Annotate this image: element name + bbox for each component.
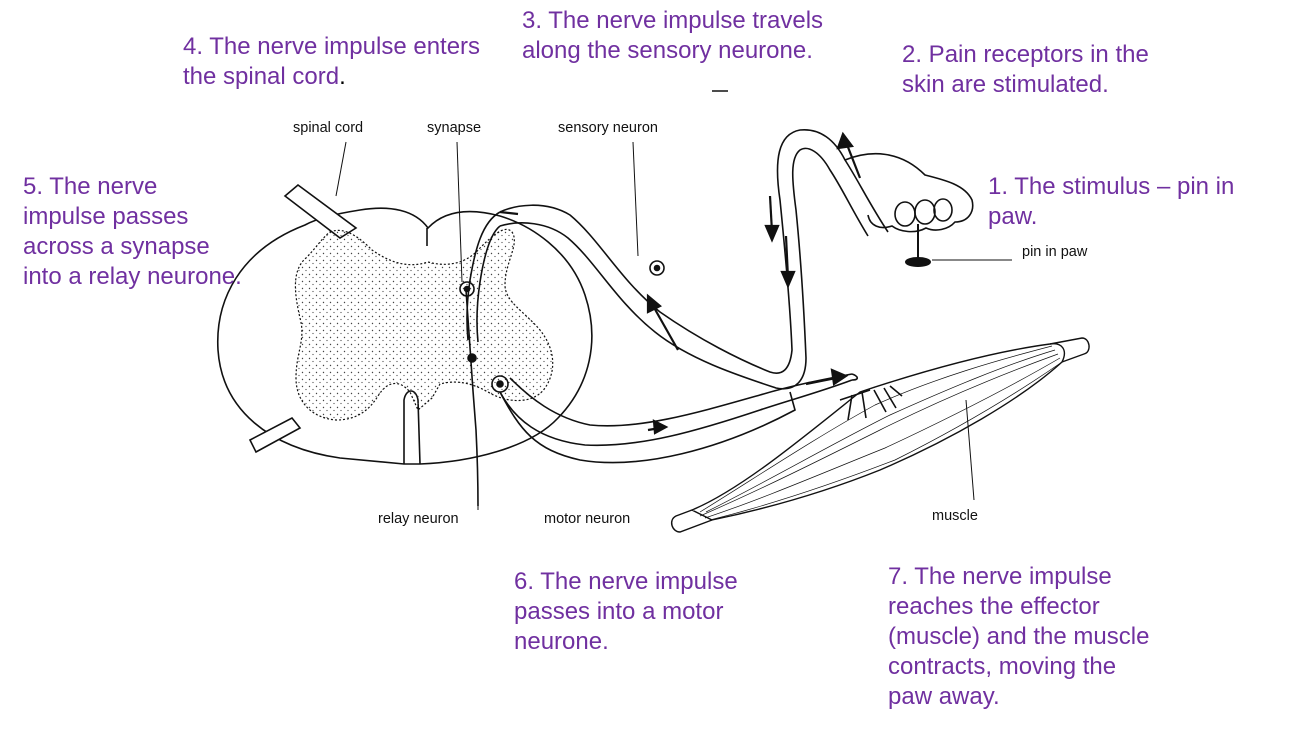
impulse-arrows bbox=[500, 134, 860, 433]
step-3-text: 3. The nerve impulse travels along the s… bbox=[522, 6, 852, 66]
step-4-period: . bbox=[339, 63, 346, 90]
left-dorsal-root bbox=[285, 185, 356, 238]
label-synapse: synapse bbox=[427, 120, 481, 136]
label-motor-neuron: motor neuron bbox=[544, 511, 630, 527]
label-sensory-neuron: sensory neuron bbox=[558, 120, 658, 136]
step-5-text: 5. The nerve impulse passes across a syn… bbox=[23, 172, 243, 292]
step-1-text: 1. The stimulus – pin in paw. bbox=[988, 172, 1284, 232]
step-6-text: 6. The nerve impulse passes into a motor… bbox=[514, 567, 800, 657]
muscle bbox=[672, 338, 1089, 532]
label-relay-neuron: relay neuron bbox=[378, 511, 459, 527]
step-4-text: 4. The nerve impulse enters the spinal c… bbox=[183, 32, 483, 92]
label-muscle: muscle bbox=[932, 508, 978, 524]
label-pin-in-paw: pin in paw bbox=[1022, 244, 1087, 260]
step-4-main: 4. The nerve impulse enters the spinal c… bbox=[183, 33, 480, 90]
label-spinal-cord: spinal cord bbox=[293, 120, 363, 136]
grey-matter bbox=[295, 229, 552, 420]
step-2-text: 2. Pain receptors in the skin are stimul… bbox=[902, 40, 1192, 100]
left-ventral-root bbox=[250, 418, 300, 452]
step-7-text: 7. The nerve impulse reaches the effecto… bbox=[888, 562, 1158, 712]
